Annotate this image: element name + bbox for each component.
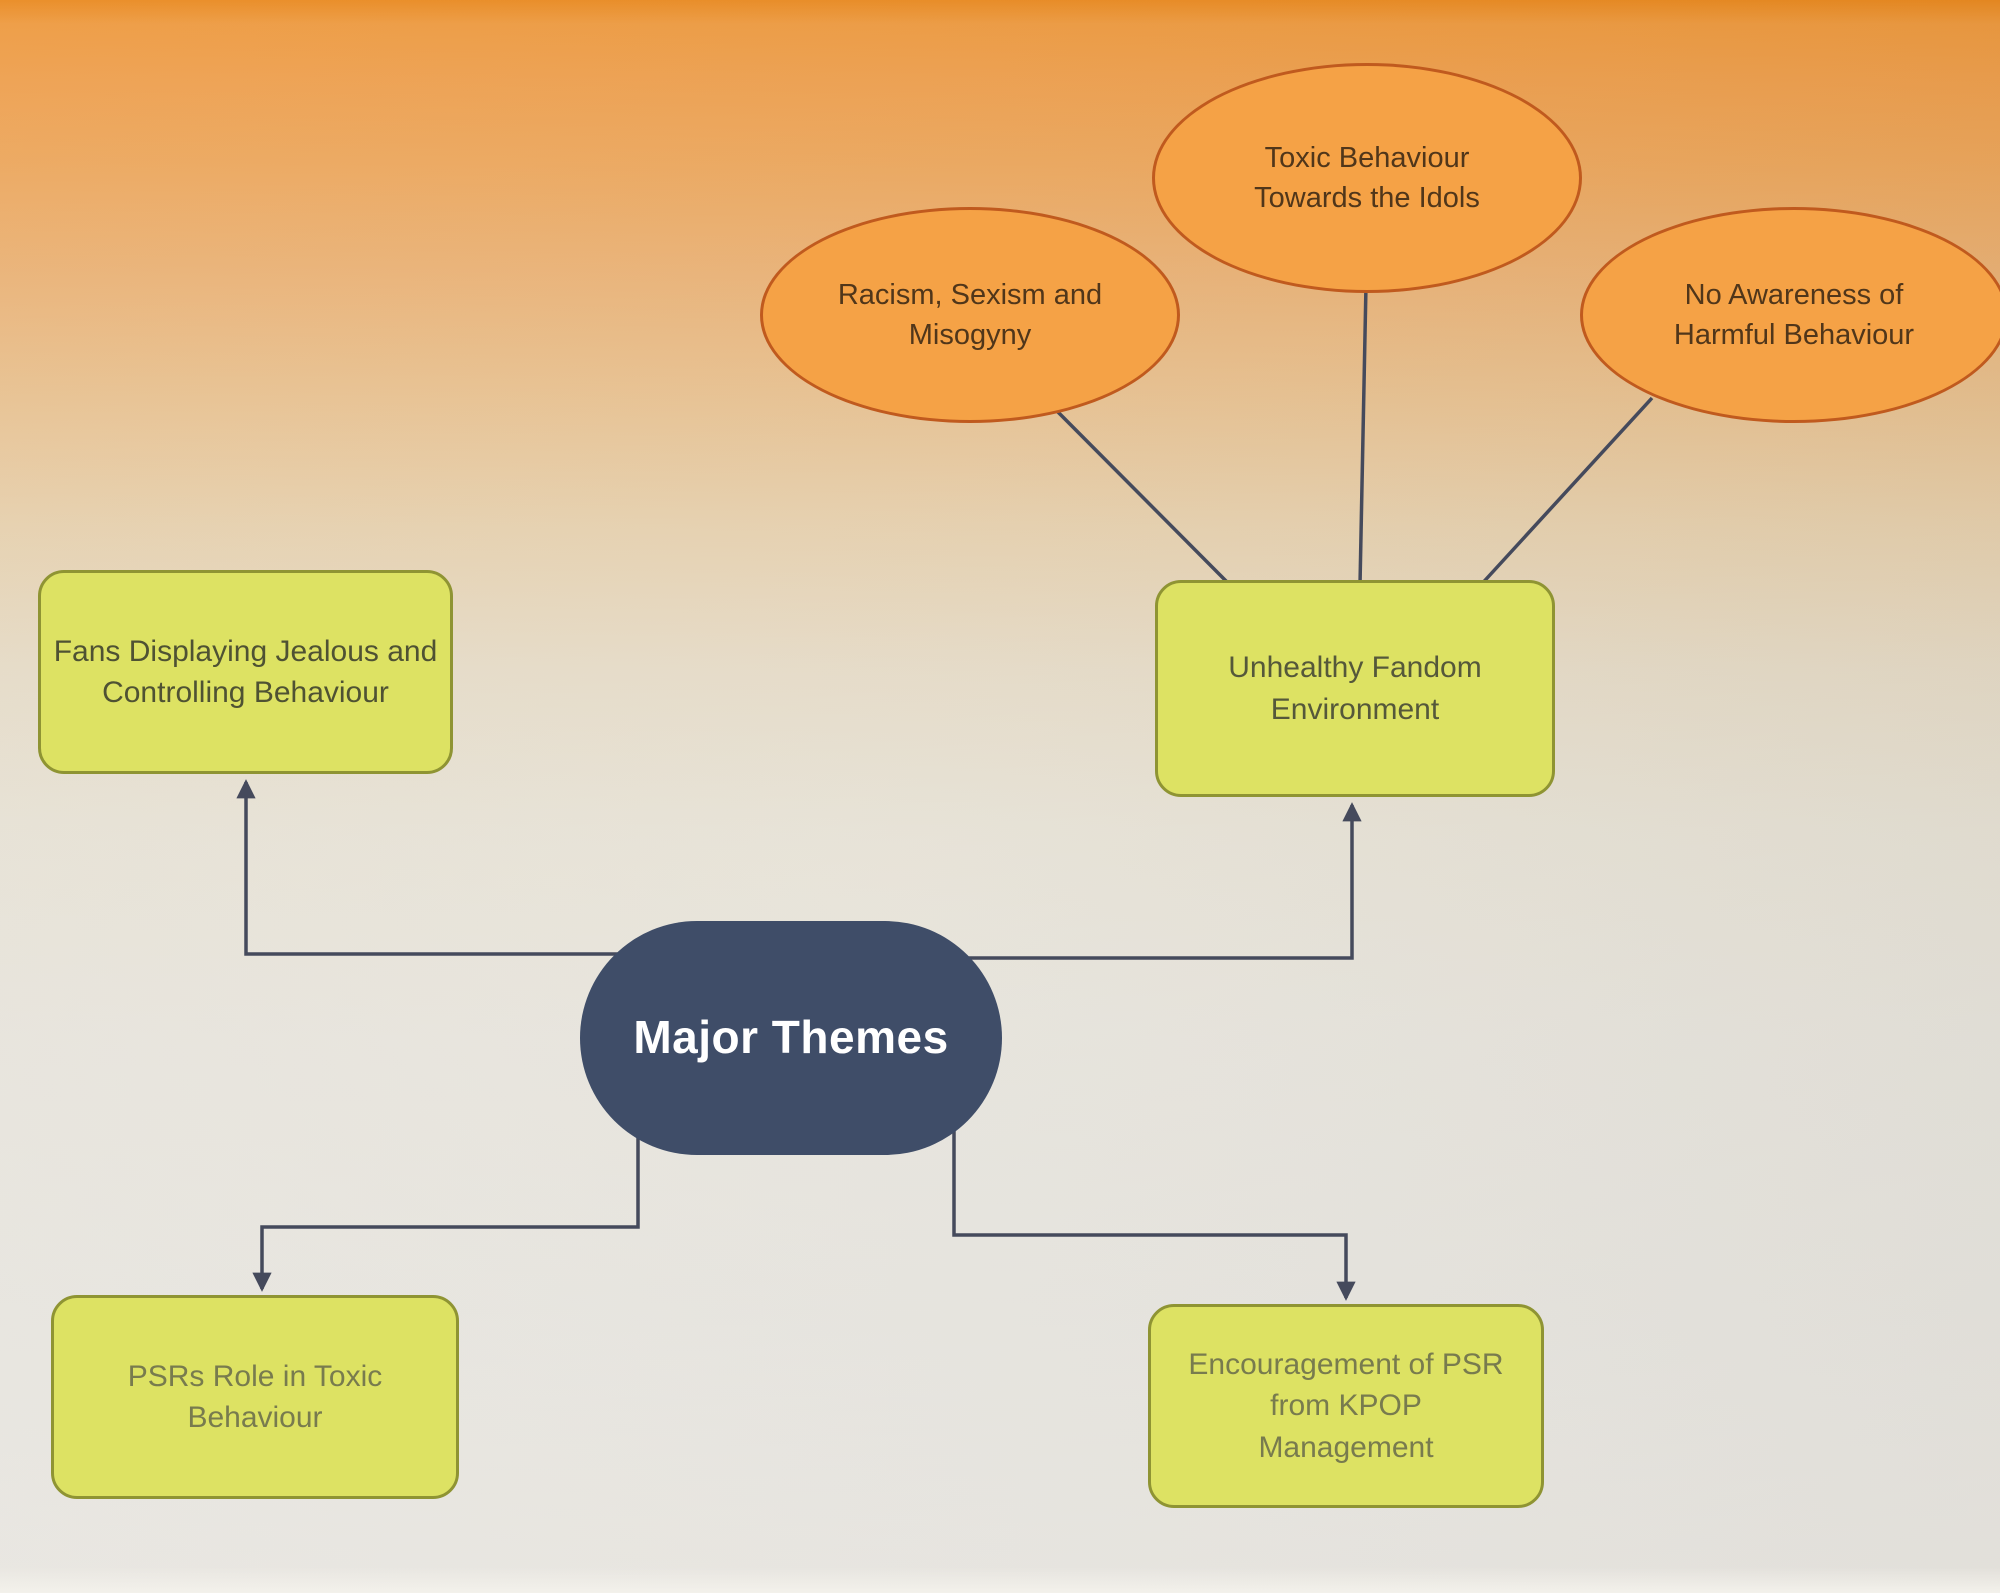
edge-major-to-fans [236,779,690,956]
node-encouragement-psr-kpop-management[interactable]: Encouragement of PSR from KPOP Managemen… [1148,1304,1544,1508]
node-no-awareness-harmful-behaviour[interactable]: No Awareness of Harmful Behaviour [1580,207,2000,423]
node-label: Major Themes [633,1011,949,1064]
node-label: Fans Displaying Jealous and Controlling … [53,634,438,709]
node-label: Racism, Sexism and Misogyny [837,278,1103,351]
node-unhealthy-fandom-environment[interactable]: Unhealthy Fandom Environment [1155,580,1555,797]
node-psrs-role-toxic-behaviour[interactable]: PSRs Role in Toxic Behaviour [51,1295,459,1499]
edge-major-to-unhealthy [900,802,1362,960]
node-label: Toxic Behaviour Towards the Idols [1254,141,1480,214]
edge-awareness-to-unhealthy [1476,396,1654,590]
node-racism-sexism-misogyny[interactable]: Racism, Sexism and Misogyny [760,207,1180,423]
node-toxic-behaviour-towards-idols[interactable]: Toxic Behaviour Towards the Idols [1152,63,1582,293]
edge-major-to-encouragement [952,1090,1356,1301]
node-label: Encouragement of PSR from KPOP Managemen… [1188,1347,1504,1464]
node-label: PSRs Role in Toxic Behaviour [127,1359,383,1434]
node-major-themes[interactable]: Major Themes [580,921,1002,1155]
edge-toxic-to-unhealthy [1358,284,1368,586]
node-label: Unhealthy Fandom Environment [1228,651,1482,726]
edge-racism-to-unhealthy [1044,398,1237,592]
node-label: No Awareness of Harmful Behaviour [1673,278,1915,351]
node-fans-jealous-controlling[interactable]: Fans Displaying Jealous and Controlling … [38,570,453,774]
screen-bottom-edge [0,1567,2000,1593]
edge-major-to-psrs [252,1090,640,1292]
